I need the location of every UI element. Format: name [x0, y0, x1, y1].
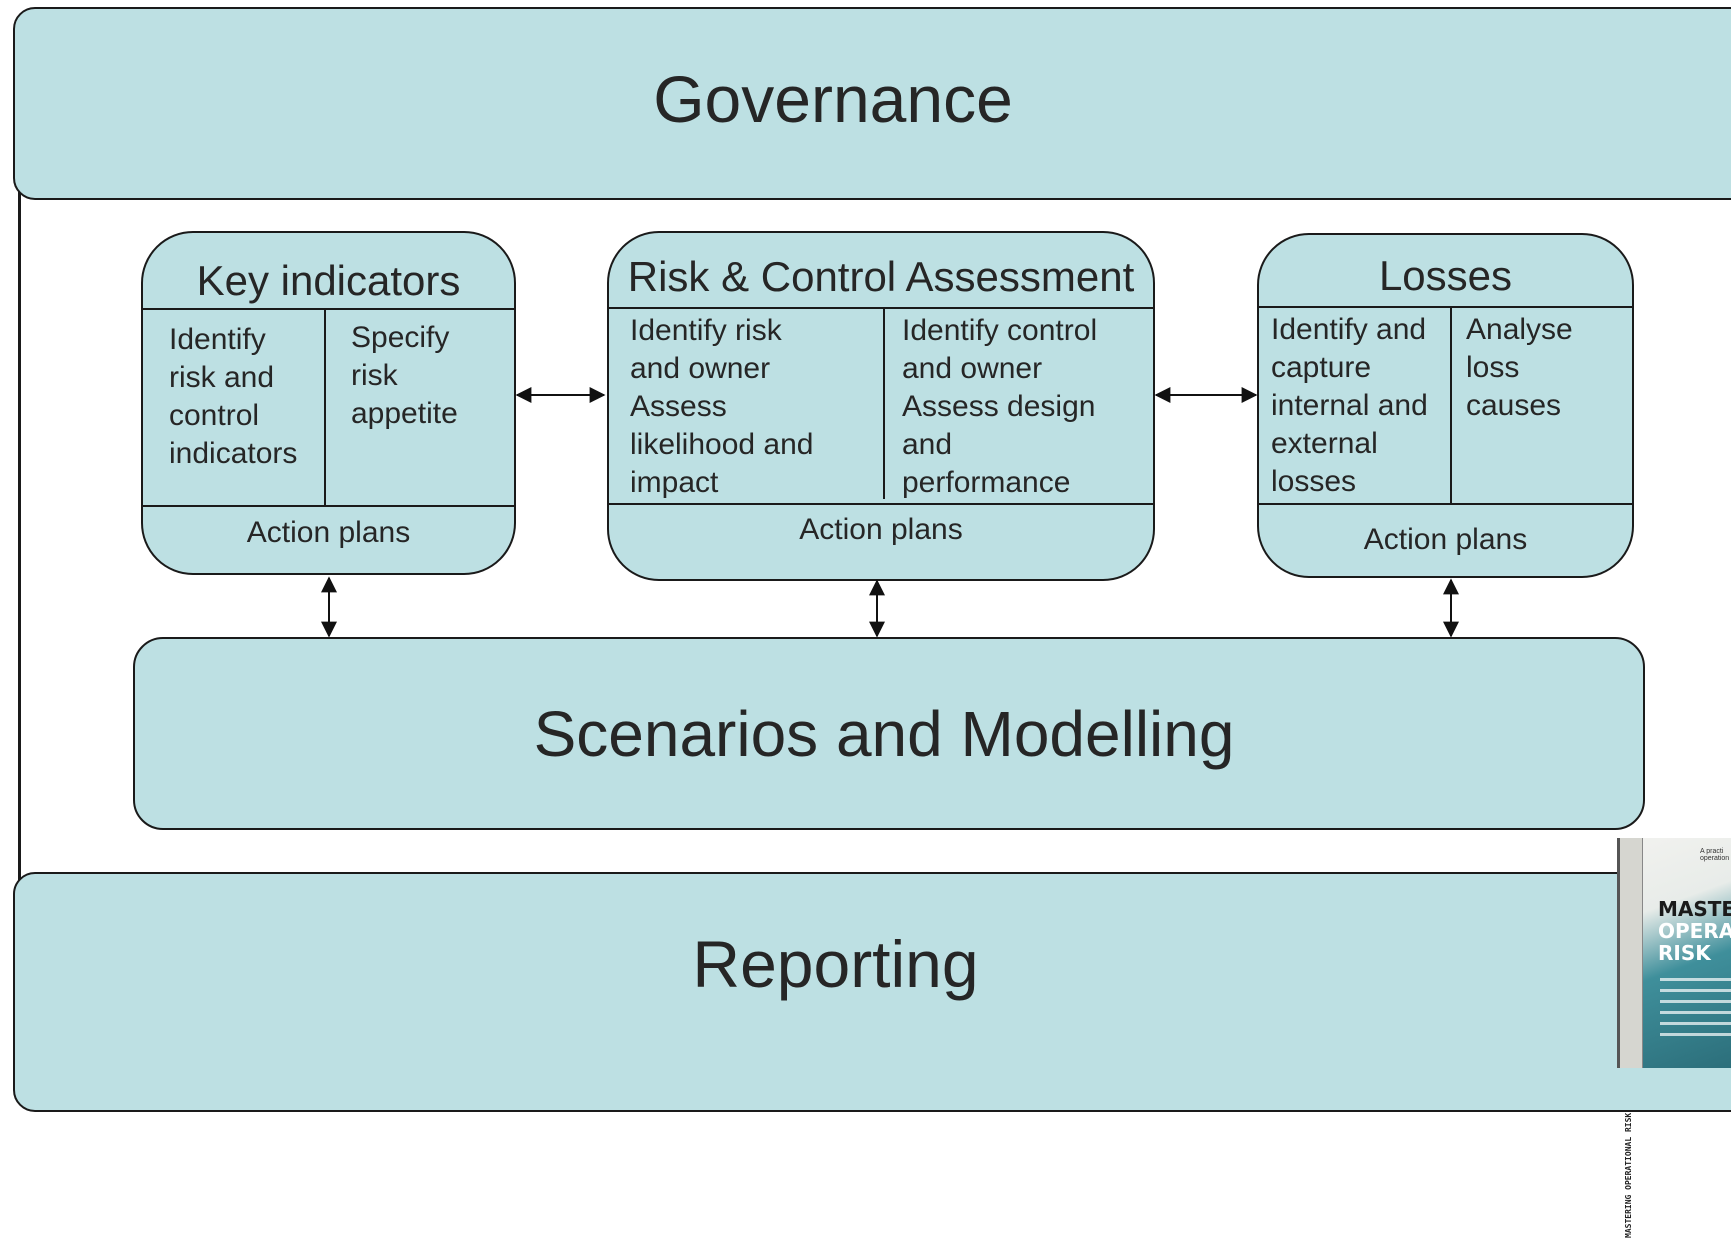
losses-action-plans: Action plans: [1363, 523, 1528, 556]
book-title-line: OPERATI: [1658, 919, 1731, 943]
divider: [1259, 503, 1632, 505]
scenarios-band: Scenarios and Modelling: [133, 637, 1645, 830]
losses-box: Losses Identify and capture internal and…: [1257, 233, 1634, 578]
divider: [609, 307, 1153, 309]
book-spine-text: MASTERING OPERATIONAL RISK: [1624, 1112, 1633, 1238]
governance-band: Governance: [13, 7, 1731, 200]
reporting-label: Reporting: [692, 927, 979, 1001]
book-spine: MASTERING OPERATIONAL RISK: [1620, 838, 1643, 1238]
book-title-line: MASTER: [1658, 897, 1731, 921]
risk-control-assessment-right-cell: Identify control and owner Assess design…: [902, 314, 1098, 499]
book-cover-image: MASTERING OPERATIONAL RISK A practi oper…: [1617, 838, 1731, 1238]
divider: [324, 310, 326, 505]
divider: [609, 503, 1153, 505]
risk-control-assessment-box: Risk & Control Assessment Identify risk …: [607, 231, 1155, 581]
key-indicators-title: Key indicators: [196, 257, 461, 304]
key-indicators-action-plans: Action plans: [246, 516, 411, 549]
scenarios-label: Scenarios and Modelling: [533, 697, 1235, 770]
key-indicators-box: Key indicators Identify risk and control…: [141, 231, 516, 575]
book-bullets: [1660, 978, 1731, 1044]
divider: [143, 505, 514, 507]
risk-control-assessment-action-plans: Action plans: [799, 513, 963, 546]
risk-control-assessment-left-cell: Identify risk and owner Assess likelihoo…: [630, 314, 814, 499]
losses-right-cell: Analyse loss causes: [1466, 313, 1573, 422]
connectors: [321, 387, 1459, 638]
divider: [883, 309, 885, 499]
book-title: MASTER OPERATI RISK: [1658, 898, 1731, 964]
key-indicators-left-cell: Identify risk and control indicators: [169, 323, 298, 470]
governance-label: Governance: [653, 61, 1013, 136]
book-title-line: RISK: [1658, 941, 1711, 965]
risk-control-assessment-title: Risk & Control Assessment: [627, 253, 1135, 300]
losses-title: Losses: [1378, 252, 1513, 299]
divider: [1259, 306, 1632, 308]
book-tagline: A practi operation: [1700, 848, 1730, 862]
governance-connector-line: [18, 185, 21, 907]
divider: [1450, 308, 1452, 503]
divider: [143, 308, 514, 310]
losses-left-cell: Identify and capture internal and extern…: [1271, 313, 1428, 498]
key-indicators-right-cell: Specify risk appetite: [351, 321, 458, 430]
